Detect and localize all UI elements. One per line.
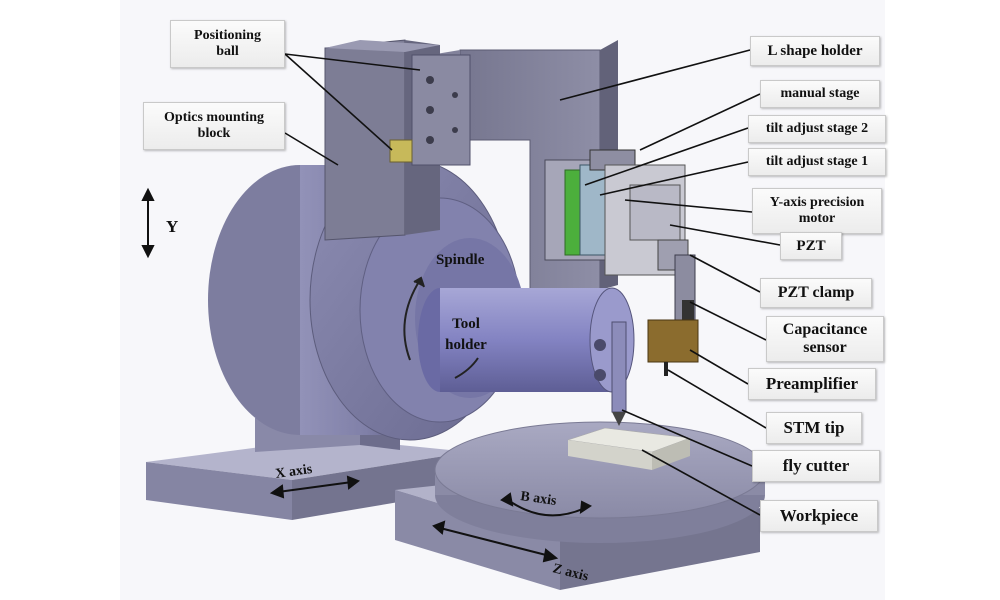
label-preamplifier-text: Preamplifier bbox=[765, 374, 859, 394]
label-stm-tip-text: STM tip bbox=[783, 418, 845, 438]
label-tilt-adjust-stage-1-text: tilt adjust stage 1 bbox=[765, 154, 869, 170]
capacitance-sensor bbox=[682, 300, 694, 320]
label-pzt: PZT bbox=[780, 232, 842, 260]
workpiece-block bbox=[567, 427, 691, 470]
label-l-shape-holder-text: L shape holder bbox=[767, 42, 863, 59]
stm-tip bbox=[664, 362, 668, 376]
label-l-shape-holder: L shape holder bbox=[750, 36, 880, 66]
label-manual-stage-text: manual stage bbox=[780, 86, 860, 102]
label-optics-mounting-block-line1: Optics mounting bbox=[164, 110, 264, 126]
label-pzt-clamp: PZT clamp bbox=[760, 278, 872, 308]
label-y-axis-precision-motor-line2: motor bbox=[798, 211, 836, 226]
label-optics-mounting-block-line2: block bbox=[197, 126, 231, 141]
label-pzt-clamp-text: PZT clamp bbox=[777, 284, 855, 302]
label-y-axis-precision-motor-line1: Y-axis precision bbox=[769, 195, 865, 211]
leader-lines bbox=[284, 49, 781, 516]
label-fly-cutter: fly cutter bbox=[752, 450, 880, 482]
label-pzt-text: PZT bbox=[796, 237, 826, 254]
y-axis-arrow bbox=[141, 187, 155, 259]
label-y-axis-precision-motor: Y-axis precision motor bbox=[752, 188, 882, 234]
label-positioning-ball: Positioning ball bbox=[170, 20, 285, 68]
x-axis-label: X axis bbox=[274, 462, 313, 482]
label-preamplifier: Preamplifier bbox=[748, 368, 876, 400]
label-capacitance-sensor-line1: Capacitance bbox=[782, 321, 868, 339]
tool-holder bbox=[418, 287, 635, 426]
label-positioning-ball-line2: ball bbox=[216, 44, 239, 59]
label-capacitance-sensor-line2: sensor bbox=[803, 339, 847, 356]
label-tilt-adjust-stage-2-text: tilt adjust stage 2 bbox=[765, 121, 869, 137]
label-workpiece-text: Workpiece bbox=[779, 506, 859, 526]
label-capacitance-sensor: Capacitance sensor bbox=[766, 316, 884, 362]
label-tilt-adjust-stage-2: tilt adjust stage 2 bbox=[748, 115, 886, 143]
b-axis-label: B axis bbox=[519, 489, 557, 509]
spindle-rotation-arrow bbox=[403, 276, 479, 379]
label-workpiece: Workpiece bbox=[760, 500, 878, 532]
fly-cutter bbox=[611, 321, 627, 413]
b-axis-rotary-table bbox=[434, 421, 766, 543]
tool-holder-label-line2: holder bbox=[445, 337, 487, 353]
tilt-adjust-stage-2 bbox=[579, 164, 609, 256]
stage-stack bbox=[544, 149, 699, 376]
label-optics-mounting-block: Optics mounting block bbox=[143, 102, 285, 150]
b-axis-arrow bbox=[500, 492, 592, 517]
label-manual-stage: manual stage bbox=[760, 80, 880, 108]
z-axis-arrow bbox=[432, 520, 559, 563]
x-axis-arrow bbox=[269, 475, 360, 499]
label-positioning-ball-line1: Positioning bbox=[194, 28, 261, 44]
mounting-plate bbox=[389, 54, 471, 166]
label-fly-cutter-text: fly cutter bbox=[782, 456, 850, 476]
label-tilt-adjust-stage-1: tilt adjust stage 1 bbox=[748, 148, 886, 176]
y-axis-label: Y bbox=[166, 217, 178, 236]
label-stm-tip: STM tip bbox=[766, 412, 862, 444]
positioning-ball bbox=[389, 139, 413, 163]
spindle-label: Spindle bbox=[436, 252, 485, 268]
tool-holder-label-line1: Tool bbox=[452, 316, 480, 332]
preamplifier bbox=[647, 319, 699, 363]
